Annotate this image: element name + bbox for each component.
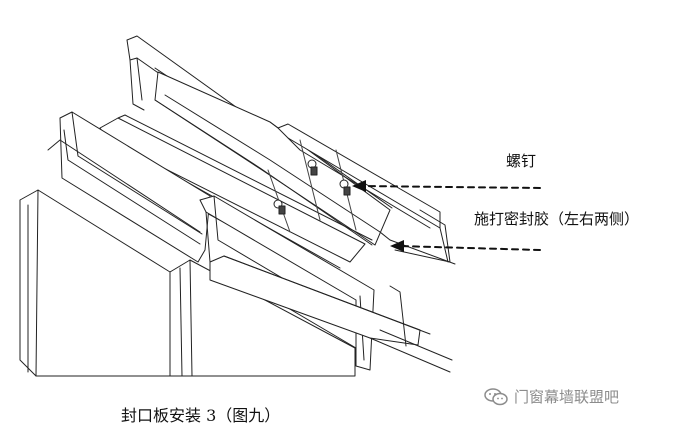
figure-caption: 封口板安装 3（图九） — [121, 406, 281, 425]
base-member — [209, 255, 453, 373]
screw-1 — [267, 169, 291, 233]
screw-arrow — [352, 180, 541, 192]
sealant-arrow — [390, 240, 541, 252]
screw-2 — [299, 139, 321, 221]
watermark-text: 门窗幕墙联盟吧 — [514, 388, 620, 406]
sealant-label: 施打密封胶（左右两侧） — [474, 210, 640, 228]
right-fin — [277, 123, 456, 265]
wechat-icon — [484, 387, 508, 405]
sealing-plate — [154, 71, 393, 246]
screw-label: 螺钉 — [506, 152, 537, 170]
screw-3 — [335, 149, 357, 231]
watermark: 门窗幕墙联盟吧 — [484, 386, 619, 407]
front-panel-right — [169, 259, 356, 377]
